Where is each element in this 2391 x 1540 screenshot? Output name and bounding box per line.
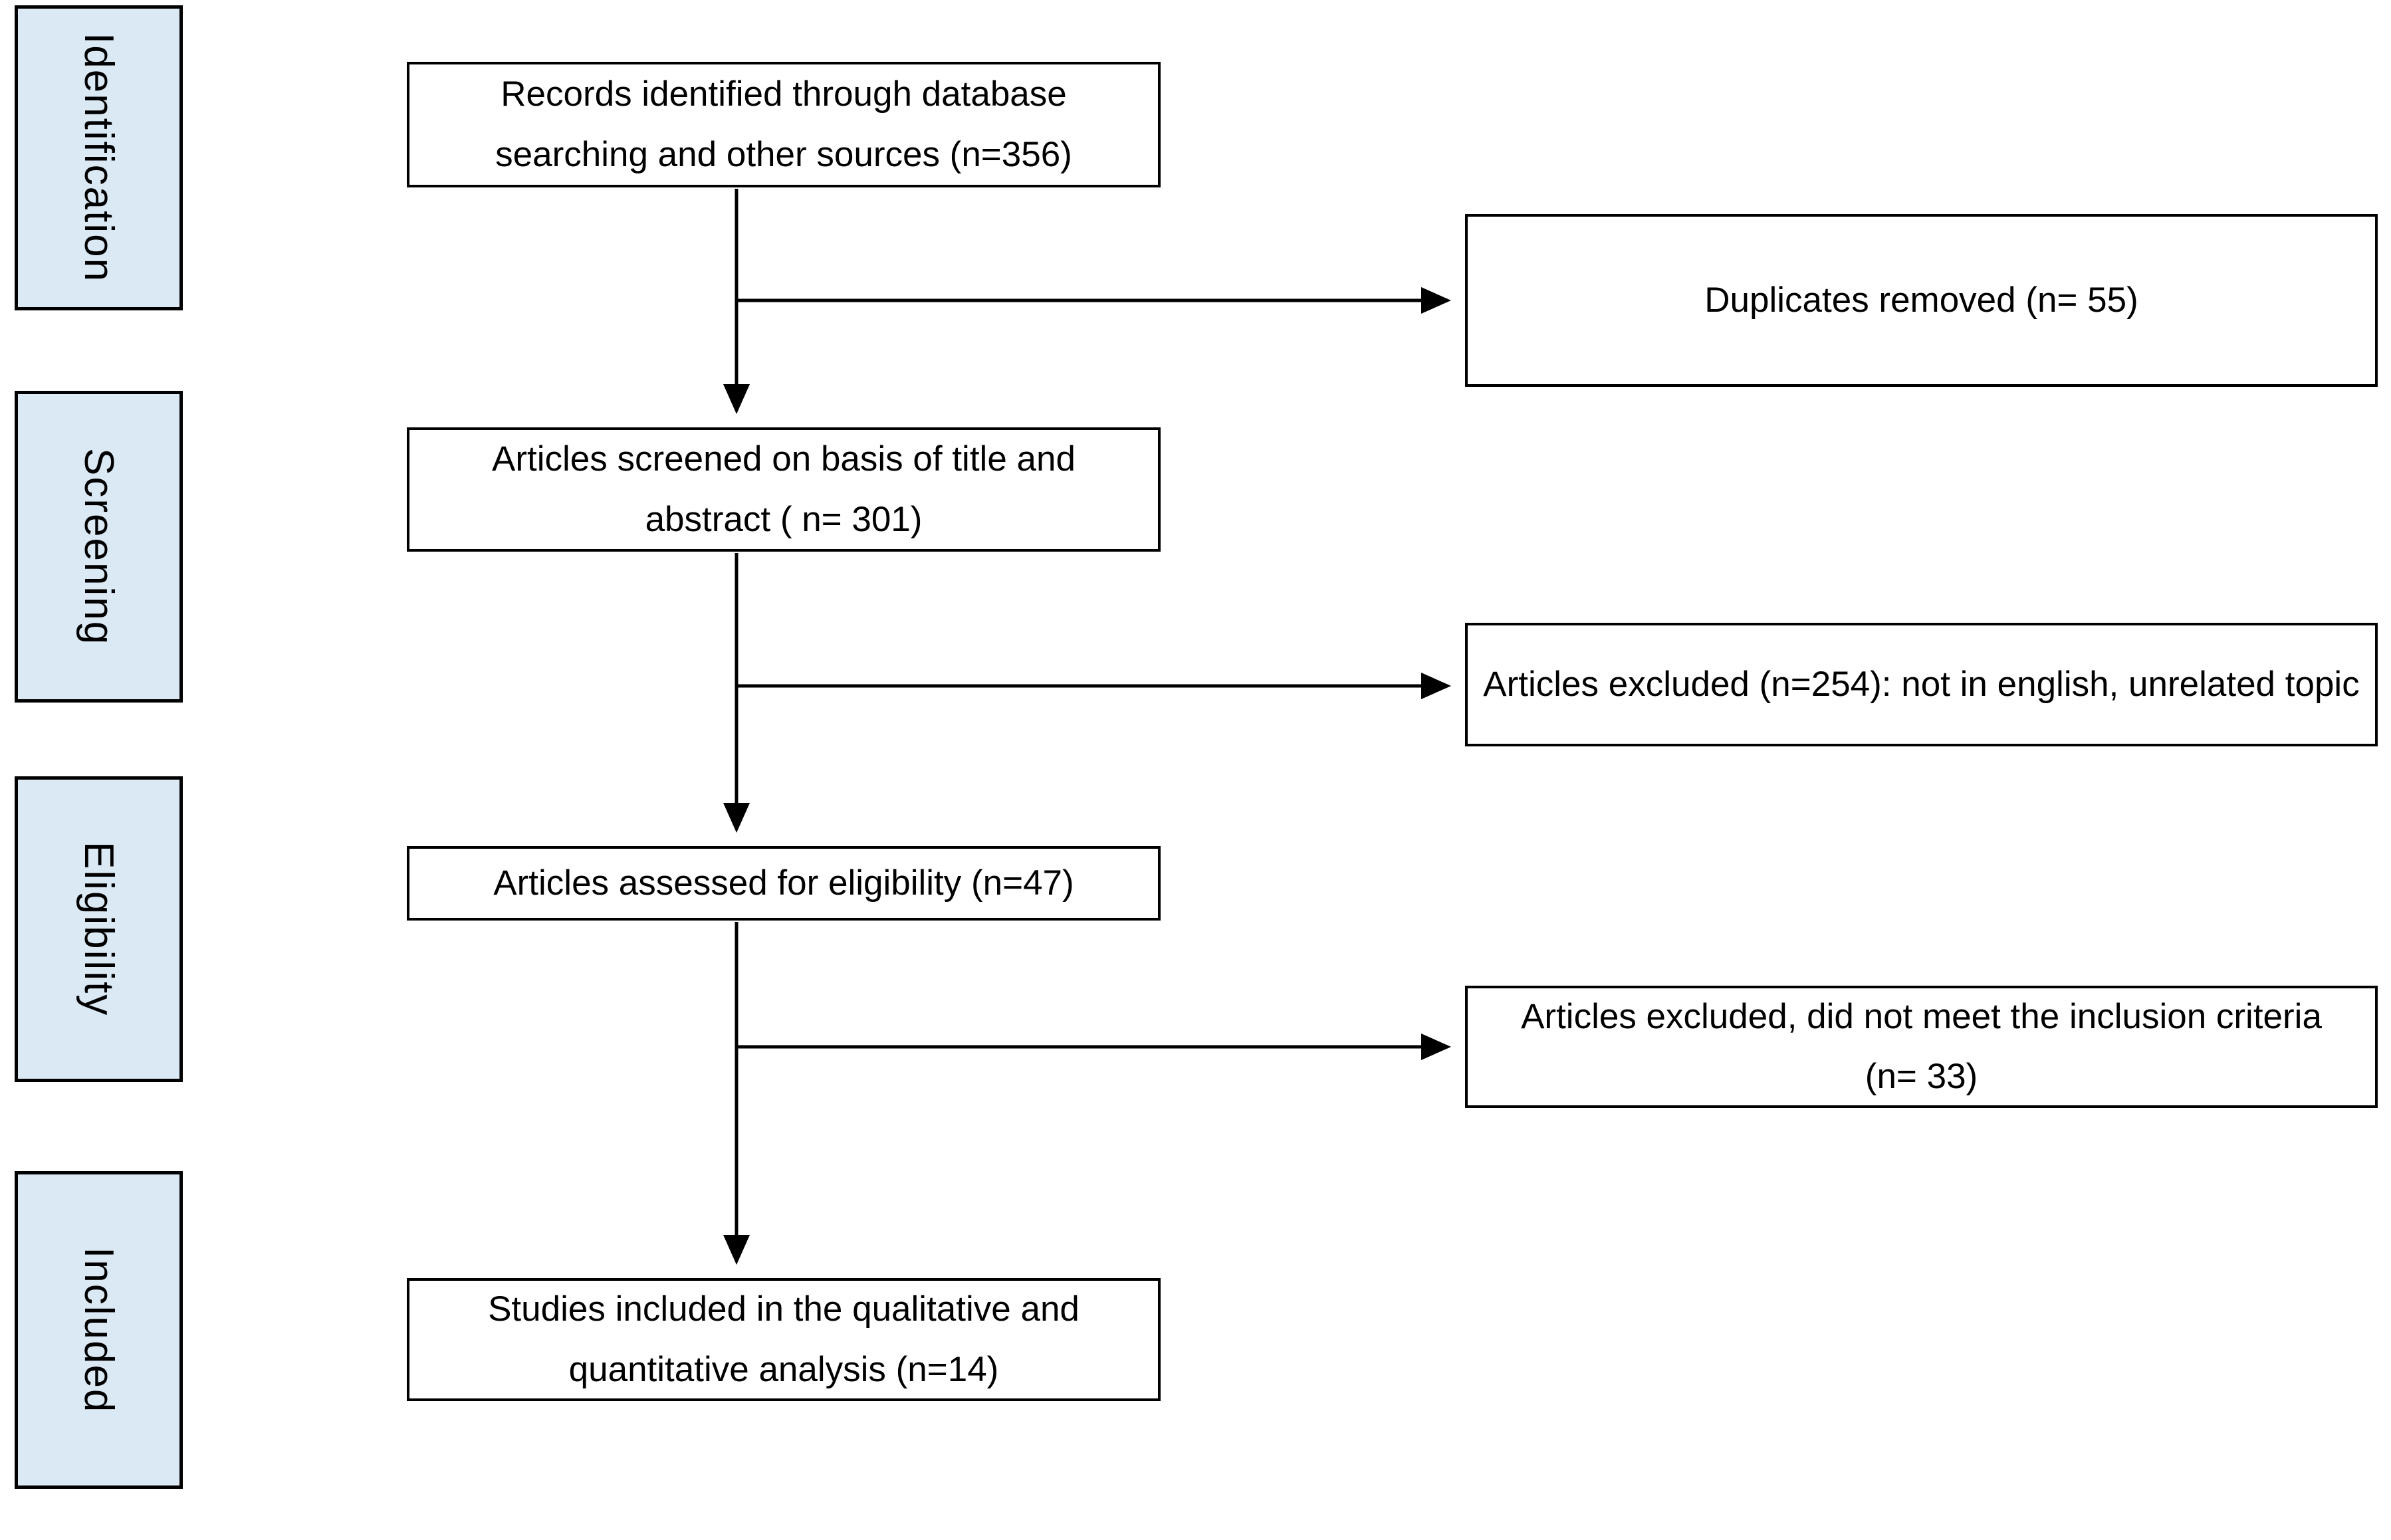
stage-label-included: Included [15, 1171, 183, 1489]
stage-label-identification: Identification [15, 5, 183, 310]
stage-eligibility-text: Eligibility [76, 841, 122, 1017]
articles-assessed-text: Articles assessed for eligibility (n=47) [493, 863, 1074, 903]
eligibility-excluded-text: Articles excluded, did not meet the incl… [1521, 996, 2322, 1096]
stage-label-screening: Screening [15, 391, 183, 703]
flow-box-articles-assessed: Articles assessed for eligibility (n=47) [407, 846, 1161, 921]
duplicates-removed-text: Duplicates removed (n= 55) [1704, 280, 2138, 320]
flow-box-records-identified: Records identified through database sear… [407, 62, 1161, 187]
stage-included-text: Included [76, 1246, 122, 1414]
articles-screened-text: Articles screened on basis of title and … [492, 439, 1076, 539]
exclusion-box-eligibility-excluded: Articles excluded, did not meet the incl… [1465, 986, 2378, 1108]
flow-box-studies-included: Studies included in the qualitative and … [407, 1278, 1161, 1401]
stage-identification-text: Identification [76, 33, 122, 283]
stage-screening-text: Screening [76, 447, 122, 646]
stage-label-eligibility: Eligibility [15, 776, 183, 1082]
records-identified-text: Records identified through database sear… [495, 74, 1072, 174]
flow-box-articles-screened: Articles screened on basis of title and … [407, 427, 1161, 552]
screening-excluded-text: Articles excluded (n=254): not in englis… [1483, 664, 2360, 704]
studies-included-text: Studies included in the qualitative and … [488, 1289, 1080, 1389]
exclusion-box-duplicates-removed: Duplicates removed (n= 55) [1465, 214, 2378, 387]
exclusion-box-screening-excluded: Articles excluded (n=254): not in englis… [1465, 623, 2378, 746]
